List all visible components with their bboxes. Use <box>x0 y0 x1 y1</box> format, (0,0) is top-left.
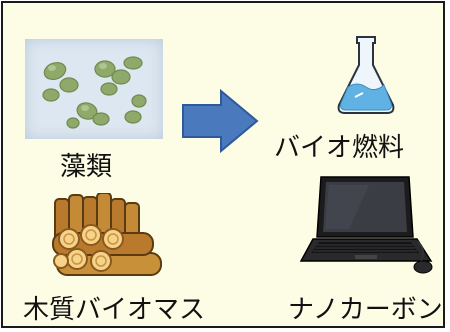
algae-image <box>25 39 163 139</box>
wood-logs-image <box>52 193 162 276</box>
biofuel-label: バイオ燃料 <box>274 133 405 163</box>
algae-label: 藻類 <box>60 152 113 182</box>
nanocarbon-label: ナノカーボン <box>288 295 443 325</box>
woody-biomass-label: 木質バイオマス <box>23 295 206 325</box>
flask-icon <box>337 36 395 114</box>
diagram-frame: 藻類 バイオ燃料 <box>1 1 445 328</box>
right-arrow-icon <box>182 89 259 153</box>
laptop-image <box>299 176 433 274</box>
